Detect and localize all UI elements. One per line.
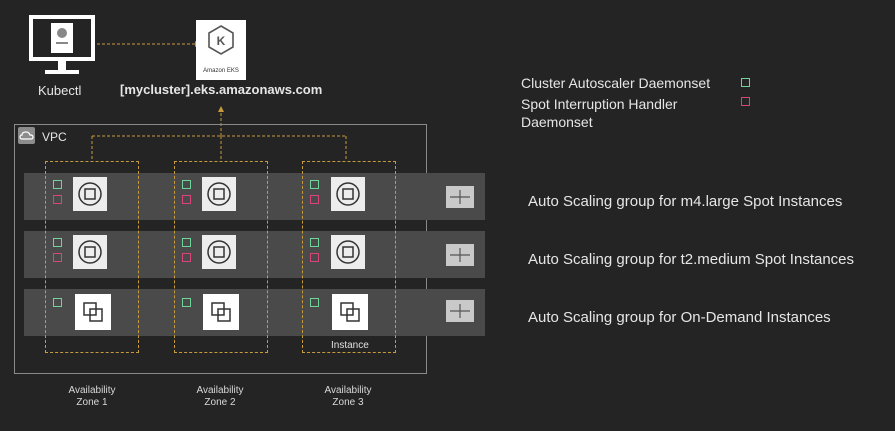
- spot-instance-icon: [73, 177, 107, 211]
- asg-label-t2-medium: Auto Scaling group for t2.medium Spot In…: [528, 251, 855, 268]
- spot-instance-icon: [202, 177, 236, 211]
- auto-scaling-icon: [446, 244, 474, 266]
- on-demand-instance-icon: [332, 294, 368, 330]
- on-demand-instance-icon: [75, 294, 111, 330]
- legend-cluster-autoscaler: Cluster Autoscaler Daemonset: [521, 75, 711, 91]
- availability-zone-1: [45, 161, 139, 353]
- asg-label-on-demand: Auto Scaling group for On-Demand Instanc…: [528, 309, 831, 326]
- vpc-label: VPC: [42, 130, 67, 144]
- auto-scaling-icon: [446, 186, 474, 208]
- spot-handler-marker: [310, 253, 319, 262]
- spot-instance-icon: [331, 235, 365, 269]
- vpc-cloud-icon: [18, 127, 35, 144]
- spot-instance-icon: [73, 235, 107, 269]
- on-demand-instance-icon: [203, 294, 239, 330]
- spot-handler-marker: [53, 195, 62, 204]
- cluster-autoscaler-marker: [310, 298, 319, 307]
- spot-handler-marker: [310, 195, 319, 204]
- cluster-autoscaler-marker: [182, 238, 191, 247]
- amazon-eks-icon: K Amazon EKS: [196, 20, 246, 80]
- az-to-eks-connectors: [91, 106, 347, 160]
- legend-pink-square: [741, 97, 750, 106]
- spot-handler-marker: [53, 253, 62, 262]
- spot-handler-marker: [182, 195, 191, 204]
- kubectl-to-eks-connector: [97, 41, 201, 47]
- cluster-autoscaler-marker: [53, 298, 62, 307]
- asg-label-m4-large: Auto Scaling group for m4.large Spot Ins…: [528, 193, 843, 210]
- spot-instance-icon: [331, 177, 365, 211]
- spot-instance-icon: [202, 235, 236, 269]
- cluster-autoscaler-marker: [53, 238, 62, 247]
- cluster-autoscaler-marker: [182, 180, 191, 189]
- cluster-autoscaler-marker: [310, 238, 319, 247]
- spot-handler-marker: [182, 253, 191, 262]
- availability-zone-2: [174, 161, 268, 353]
- eks-badge-label: Amazon EKS: [203, 68, 239, 74]
- instance-label: Instance: [331, 340, 369, 351]
- cluster-autoscaler-marker: [182, 298, 191, 307]
- auto-scaling-icon: [446, 300, 474, 322]
- cluster-autoscaler-marker: [310, 180, 319, 189]
- legend-spot-handler-line2: Daemonset: [521, 114, 593, 130]
- availability-zone-3: [302, 161, 396, 353]
- cluster-autoscaler-marker: [53, 180, 62, 189]
- kubectl-label: Kubectl: [38, 83, 82, 98]
- legend-green-square: [741, 78, 750, 87]
- kubectl-monitor-icon: [27, 13, 97, 77]
- legend-spot-handler-line1: Spot Interruption Handler: [521, 96, 678, 112]
- eks-endpoint-label: [mycluster].eks.amazonaws.com: [120, 82, 323, 97]
- svg-text:K: K: [217, 34, 226, 48]
